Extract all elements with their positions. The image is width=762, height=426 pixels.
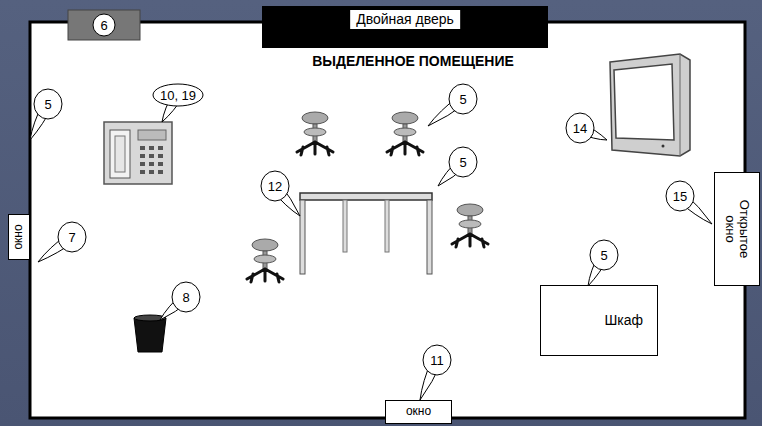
callout-bubble — [160, 282, 200, 320]
callout-number: 11 — [430, 353, 444, 368]
office-chair — [452, 204, 488, 247]
node-label: окно — [12, 224, 25, 249]
office-chair — [387, 112, 423, 155]
callout-number: 5 — [459, 155, 466, 170]
callout-number: 7 — [68, 230, 75, 245]
callout-number: 10, 19 — [160, 88, 196, 103]
chairs — [247, 112, 488, 282]
callout-number: 8 — [182, 290, 189, 305]
double-door: Двойная дверь — [262, 6, 548, 48]
callout-bubble — [438, 147, 477, 186]
callout-bubbles — [30, 14, 712, 400]
callout-bubble — [588, 240, 618, 286]
callout-bubble — [420, 345, 451, 400]
callout-bubble — [566, 113, 607, 143]
cabinet: Шкаф — [540, 285, 658, 356]
callout-bubble — [261, 171, 300, 216]
callout-number: 14 — [573, 121, 587, 136]
node-label: Открытое окно — [723, 187, 752, 271]
window: окно — [8, 214, 30, 260]
office-chair — [247, 239, 283, 282]
open-window: Открытое окно — [714, 172, 760, 286]
room-title: ВЫДЕЛЕННОЕ ПОМЕЩЕНИЕ — [312, 53, 514, 69]
callout-bubble — [38, 222, 86, 262]
node-label: окно — [406, 405, 431, 418]
callout-number: 5 — [600, 248, 607, 263]
callout-bubble — [428, 84, 477, 126]
table — [300, 193, 432, 274]
office-chair — [297, 112, 333, 155]
wall-box — [68, 10, 140, 40]
waste-bin — [134, 315, 166, 352]
callout-number: 12 — [268, 179, 282, 194]
callout-bubble — [666, 181, 712, 224]
window: окно — [385, 400, 452, 424]
monitor — [610, 54, 690, 156]
callout-number: 15 — [673, 189, 687, 204]
callout-number: 5 — [44, 97, 51, 112]
callout-bubble — [93, 14, 115, 36]
callout-bubble — [30, 89, 62, 140]
telephone — [104, 122, 172, 184]
node-label: Двойная дверь — [350, 10, 460, 29]
callout-bubble — [153, 84, 203, 122]
callout-number: 5 — [459, 92, 466, 107]
callout-number: 6 — [100, 18, 107, 33]
room-outline — [30, 22, 745, 418]
node-label: Шкаф — [604, 313, 643, 328]
